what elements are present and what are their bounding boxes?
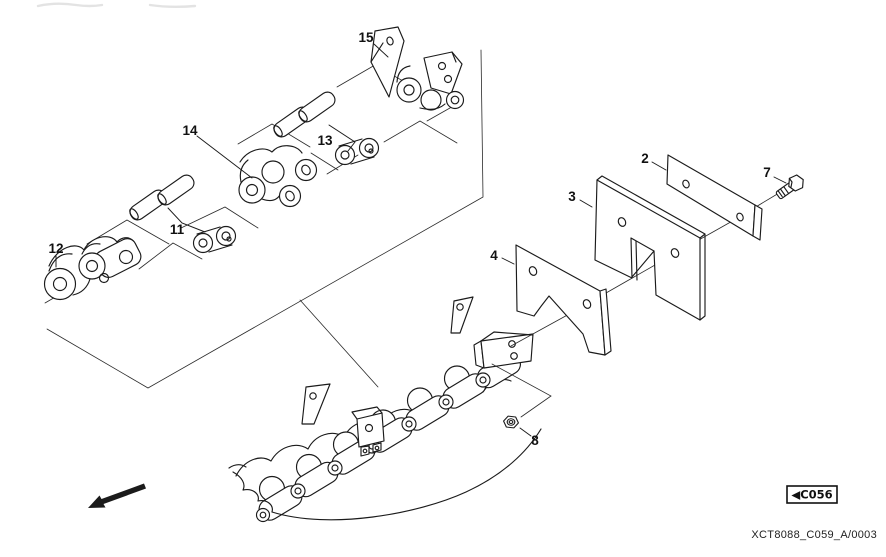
part-2-plate <box>666 154 763 241</box>
part-label-13: 13 <box>317 133 333 148</box>
part-label-2: 2 <box>641 151 649 166</box>
part-15-bracket-link <box>370 26 465 111</box>
track-chain-assembly <box>228 296 542 523</box>
part-labels: 2 3 4 7 8 11 12 13 14 15 <box>48 30 770 448</box>
part-8-nut <box>502 415 520 429</box>
front-direction-arrow-icon <box>88 483 146 508</box>
figure-ref-label[interactable]: ◀C056 <box>791 488 832 502</box>
drawing-code: XCT8088_C059_A/0003 <box>751 529 877 541</box>
part-label-15: 15 <box>358 30 374 45</box>
part-label-8: 8 <box>531 433 539 448</box>
part-3-plate <box>594 175 706 321</box>
part-label-14: 14 <box>182 123 198 138</box>
figure-ref-box[interactable]: ◀C056 <box>786 485 838 504</box>
leader-lines <box>55 43 787 437</box>
assembly-guide-lines <box>44 49 484 389</box>
part-14-track-link <box>238 145 318 208</box>
part-13-pins-and-master-link <box>273 91 380 166</box>
part-label-12: 12 <box>48 241 63 256</box>
part-label-7: 7 <box>763 165 771 180</box>
back-arrow-icon: ◀ <box>791 488 800 502</box>
leader-line-8 <box>519 427 532 437</box>
leader-line-14 <box>196 135 253 179</box>
part-11-pins-and-master-link <box>129 174 237 254</box>
leader-line-15 <box>373 43 389 58</box>
part-12-track-link <box>43 236 142 301</box>
part-label-11: 11 <box>170 222 185 237</box>
part-4-plate <box>515 244 612 356</box>
scan-artifacts <box>36 2 197 8</box>
leader-line-2 <box>651 161 667 171</box>
leader-line-3 <box>579 199 593 208</box>
part-label-4: 4 <box>490 248 498 263</box>
leader-line-4 <box>501 257 515 265</box>
part-7-bolt <box>775 174 804 200</box>
leader-line-11 <box>167 207 206 233</box>
part-label-3: 3 <box>568 189 576 204</box>
leader-line-7 <box>773 176 787 184</box>
leader-line-13 <box>328 124 356 152</box>
